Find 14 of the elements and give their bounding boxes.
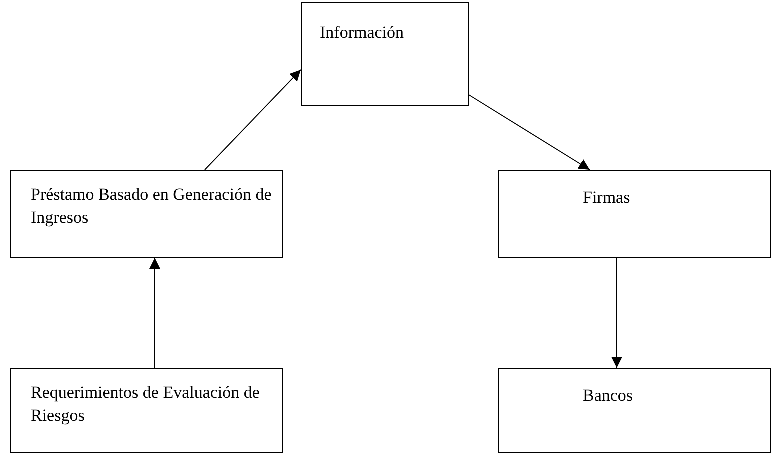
box-label: Bancos (583, 385, 634, 407)
box-label: Firmas (583, 187, 632, 209)
process-box (10, 170, 283, 258)
arrow (612, 258, 622, 368)
arrow (150, 258, 160, 368)
arrow (204, 70, 302, 170)
process-box (498, 368, 771, 453)
box-label: Requerimientos de Evaluación de Riesgos (31, 382, 261, 427)
box-label: Información (320, 22, 406, 44)
process-box (498, 170, 771, 258)
process-box (301, 2, 469, 106)
arrow (468, 94, 590, 170)
box-label: Préstamo Basado en Generación de Ingresos (31, 184, 273, 229)
process-box (10, 368, 283, 453)
